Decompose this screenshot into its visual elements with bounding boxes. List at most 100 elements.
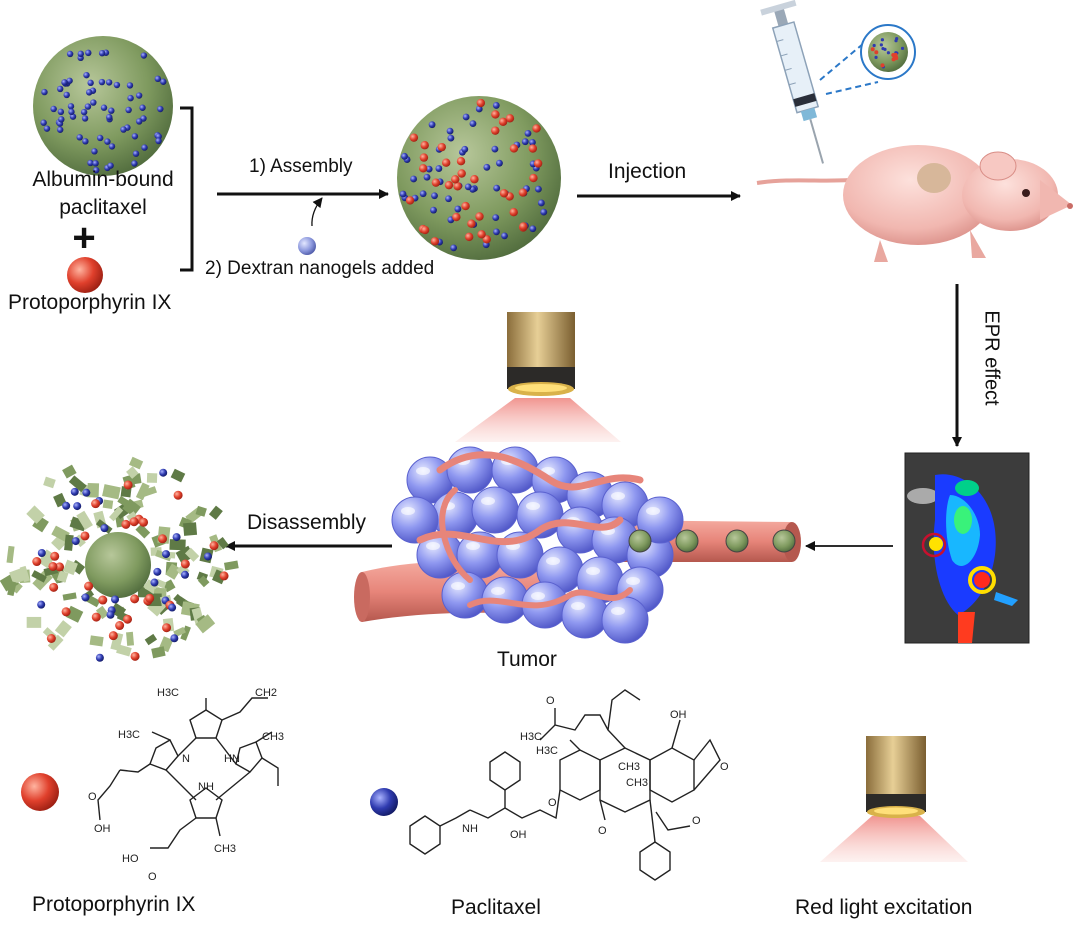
- albumin-fragment: [183, 522, 198, 536]
- albumin-fragment: [56, 570, 69, 583]
- tumor-label: Tumor: [497, 648, 557, 671]
- ppix-dot: [80, 531, 90, 541]
- ppix-dot: [870, 47, 875, 52]
- paclitaxel-dot: [62, 501, 71, 510]
- albumin-fragment: [62, 592, 77, 601]
- ppix-dot: [518, 188, 528, 197]
- ppix-dot: [123, 480, 133, 490]
- paclitaxel-dot: [120, 126, 127, 133]
- ppix-dot: [457, 169, 466, 178]
- paclitaxel-dot: [84, 103, 92, 110]
- chem-ptx-nh: NH: [462, 823, 478, 835]
- albumin-fragment: [26, 616, 42, 628]
- ppix-dot: [464, 232, 474, 242]
- tumor-cell-highlight: [571, 602, 585, 610]
- ppix-dot: [419, 153, 429, 162]
- ppix-dot: [84, 581, 94, 591]
- assembly-label: 1) Assembly: [249, 156, 353, 177]
- paclitaxel-dot: [61, 79, 68, 86]
- tumor-cell-highlight: [586, 567, 600, 575]
- albumin-fragment: [195, 505, 207, 517]
- ppix-dot: [499, 189, 509, 198]
- paclitaxel-dot: [450, 244, 458, 252]
- syringe: [760, 0, 916, 164]
- lamp-middle: [455, 312, 621, 442]
- paclitaxel-dot: [136, 118, 143, 125]
- tumor-cell-highlight: [646, 507, 660, 515]
- albumin-fragment: [170, 468, 186, 483]
- ppix-dot: [108, 631, 118, 641]
- ppix-dot: [173, 490, 183, 500]
- paclitaxel-dot: [431, 192, 438, 200]
- paclitaxel-dot: [82, 138, 89, 145]
- protoporphyrin-sphere: [67, 257, 103, 293]
- epr-label: EPR effect: [980, 310, 1003, 406]
- albumin-label-line1: Albumin-bound: [32, 168, 174, 191]
- paclitaxel-dot: [461, 145, 469, 153]
- paclitaxel-dot: [491, 145, 499, 153]
- chem-ptx-o-h: O: [720, 761, 729, 773]
- paclitaxel-dot: [80, 108, 88, 116]
- albumin-fragment: [126, 466, 139, 479]
- albumin-fragment: [195, 614, 216, 634]
- ppix-dot: [467, 219, 476, 228]
- paclitaxel-dot: [98, 49, 106, 57]
- tumor-cell: [471, 486, 519, 534]
- vessel-nanoparticle: [772, 529, 796, 553]
- albumin-fragment: [135, 482, 150, 501]
- ppix-dot: [219, 571, 229, 581]
- ppix-dot: [209, 541, 219, 551]
- tumor-cell-highlight: [611, 492, 625, 500]
- paclitaxel-dot: [203, 552, 212, 561]
- albumin-fragment: [216, 537, 229, 550]
- albumin-fragment: [102, 499, 114, 509]
- paclitaxel-dot: [874, 55, 878, 59]
- chem-ptx-o-ac: O: [546, 695, 555, 707]
- ppix-dot: [409, 133, 419, 142]
- tumor: [354, 446, 801, 644]
- epr-label-box: EPR effect: [978, 283, 1004, 433]
- albumin-fragment: [87, 482, 100, 498]
- paclitaxel-dot: [87, 79, 94, 87]
- paclitaxel-label: Paclitaxel: [451, 896, 541, 919]
- paclitaxel-dot: [66, 50, 74, 58]
- paclitaxel-dot: [95, 653, 104, 662]
- ppix-dot: [46, 633, 56, 643]
- tumor-cell-highlight: [546, 557, 560, 565]
- paclitaxel-dot: [886, 51, 891, 55]
- ppix-dot: [430, 237, 440, 246]
- paclitaxel-dot: [454, 205, 462, 213]
- assembled-nanoparticle: [397, 96, 561, 260]
- ppix-dot: [437, 142, 446, 152]
- paclitaxel-dot: [93, 166, 100, 174]
- paclitaxel-dot: [71, 537, 80, 546]
- paclitaxel-dot: [106, 113, 113, 121]
- paclitaxel-dot: [529, 225, 537, 233]
- ppix-dot: [475, 212, 484, 221]
- paclitaxel-dot: [98, 78, 106, 86]
- ppix-dot: [180, 559, 190, 569]
- paclitaxel-dot: [86, 89, 93, 96]
- ppix-dot: [874, 50, 879, 55]
- albumin-fragment: [31, 570, 47, 583]
- paclitaxel-dot: [172, 533, 181, 542]
- albumin-fragment: [62, 464, 77, 479]
- ppix-dot: [130, 594, 140, 604]
- ppix-dot: [894, 56, 899, 61]
- paclitaxel-dot: [159, 468, 168, 477]
- mouse: [756, 145, 1073, 262]
- ppix-dot: [509, 144, 519, 153]
- paclitaxel-dot: [419, 190, 427, 198]
- paclitaxel-dot: [83, 71, 90, 79]
- paclitaxel-dot: [68, 108, 75, 116]
- ppix-dot: [444, 180, 454, 190]
- ppix-dot: [121, 519, 131, 529]
- ppix-dot: [98, 595, 108, 605]
- paclitaxel-dot: [57, 108, 65, 116]
- vessel-nanoparticle: [675, 529, 699, 553]
- albumin-surface-dots: [40, 49, 167, 174]
- chem-ptx-o-f: O: [598, 825, 607, 837]
- tumor-cell-highlight: [626, 577, 640, 585]
- tumor-cell-highlight: [611, 607, 625, 615]
- paclitaxel-dot: [90, 99, 97, 106]
